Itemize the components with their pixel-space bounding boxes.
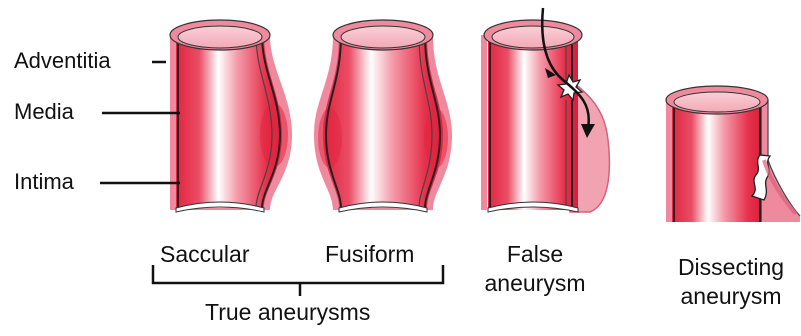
fusiform-vessel [314, 20, 452, 212]
true-aneurysms-caption: True aneurysms [205, 298, 370, 327]
saccular-vessel [170, 20, 292, 212]
false-lumen [492, 26, 574, 48]
saccular-caption: Saccular [160, 240, 249, 269]
dissecting-aneurysm-caption: Dissecting aneurysm [662, 253, 800, 311]
fusiform-bulge-shade-right [424, 108, 448, 168]
false-aneurysm-vessel [484, 8, 609, 212]
dissecting-lumen [674, 92, 760, 112]
false-caption-line2: aneurysm [470, 269, 600, 298]
dissecting-vessel [666, 86, 800, 222]
fusiform-caption: Fusiform [325, 240, 414, 269]
fusiform-bulge-shade-left [318, 108, 342, 168]
false-caption-line1: False [470, 240, 600, 269]
fusiform-lumen [341, 26, 425, 48]
false-aneurysm-caption: False aneurysm [470, 240, 600, 298]
dissecting-tube-body [672, 100, 762, 222]
false-tube-body [488, 35, 578, 210]
dissecting-caption-line2: aneurysm [662, 282, 800, 311]
true-aneurysms-bracket [153, 265, 443, 296]
dissecting-caption-line1: Dissecting [662, 253, 800, 282]
saccular-lumen [178, 26, 262, 48]
adventitia-label: Adventitia [14, 48, 111, 74]
media-label: Media [14, 99, 74, 125]
intima-label: Intima [14, 169, 74, 195]
saccular-bulge-shade [260, 103, 288, 167]
